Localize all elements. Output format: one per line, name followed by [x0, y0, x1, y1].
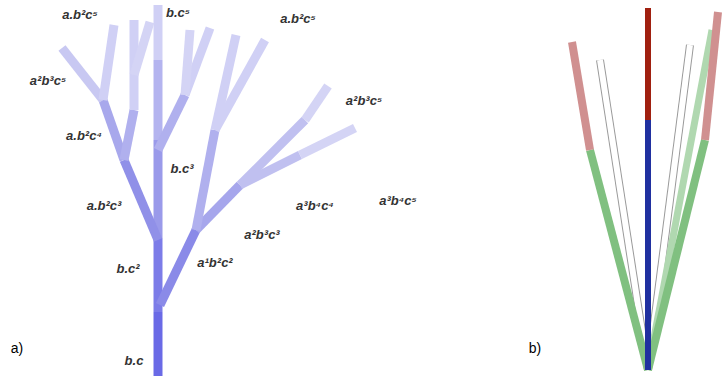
tree-a	[62, 5, 355, 376]
formula-label: a.b²c⁵	[278, 11, 318, 26]
formula-label: b.c	[123, 353, 146, 368]
formula-label: b.c³	[168, 161, 195, 176]
formula-label: b.c⁵	[164, 5, 192, 20]
formula-label: a.b²c⁵	[60, 7, 100, 22]
panel-label: b)	[527, 341, 543, 356]
formula-label: a³b⁴c⁵	[377, 193, 419, 208]
formula-label: b.c²	[114, 261, 141, 276]
formula-label: a²b³c³	[242, 227, 281, 242]
tree-b	[572, 8, 718, 370]
panel-label: a)	[9, 341, 25, 356]
formula-label: a.b²c⁴	[64, 128, 104, 143]
formula-label: a³b⁴c⁴	[294, 198, 336, 213]
formula-label: a.b²c³	[85, 198, 124, 213]
formula-label: a²b³c⁵	[344, 93, 384, 108]
formula-label: a²b³c⁵	[28, 73, 68, 88]
formula-label: a¹b²c²	[195, 255, 234, 270]
